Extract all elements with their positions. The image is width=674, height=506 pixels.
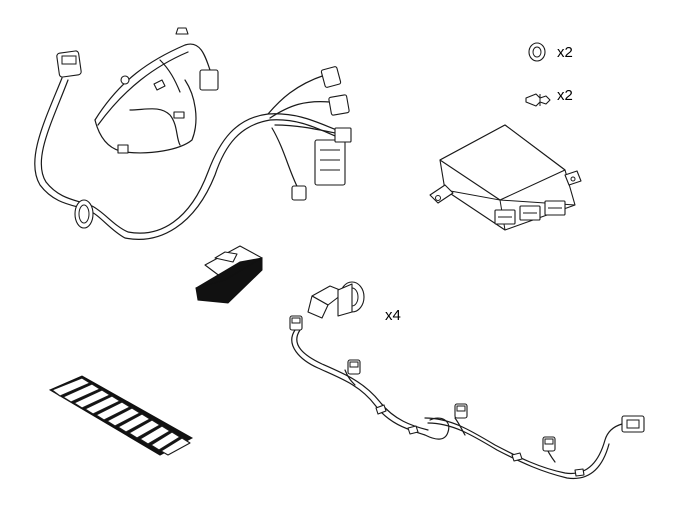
grommet-quantity-label: x2 (557, 44, 573, 61)
sensor-quantity-label: x4 (385, 307, 401, 324)
sensor-wiring-harness (289, 315, 645, 480)
main-wiring-harness (34, 27, 352, 240)
clip-quantity-label: x2 (557, 87, 573, 104)
parking-sensor (307, 281, 365, 319)
clip-part (525, 93, 551, 107)
adhesive-pad (195, 245, 263, 304)
grommet-part (528, 42, 546, 62)
sticker-strip (48, 375, 194, 456)
control-module (429, 124, 582, 231)
